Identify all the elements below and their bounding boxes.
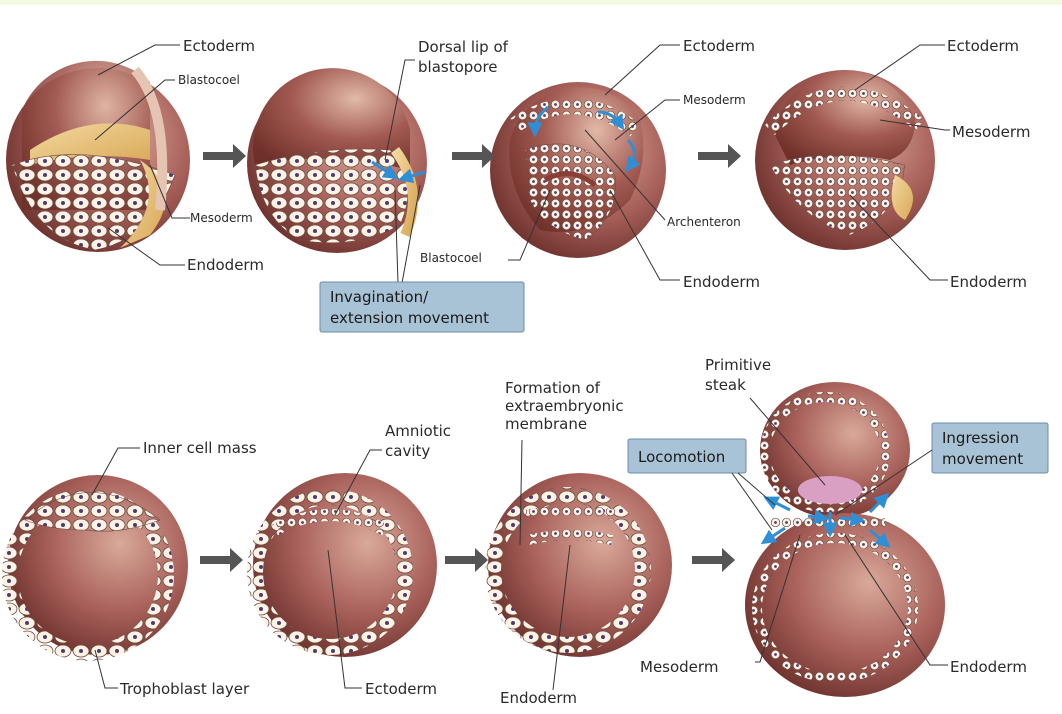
label-steak: steak bbox=[705, 376, 746, 394]
bottom-stage-1-labels: Inner cell mass Trophoblast layer bbox=[91, 439, 257, 698]
top-stage-1-blastula bbox=[6, 60, 190, 252]
stage-arrow-top-1 bbox=[203, 144, 246, 168]
stage-arrow-bottom-1 bbox=[200, 548, 243, 572]
label-endoderm-4: Endoderm bbox=[950, 273, 1027, 291]
label-inner-cell-mass: Inner cell mass bbox=[143, 439, 257, 457]
top-stage-3-gastrula-mid bbox=[490, 82, 666, 258]
label-movement: movement bbox=[942, 450, 1023, 468]
label-endoderm-b3: Endoderm bbox=[500, 689, 577, 707]
label-blastocoel-3: Blastocoel bbox=[420, 251, 482, 265]
label-ectoderm-4: Ectoderm bbox=[947, 37, 1019, 55]
label-trophoblast-layer: Trophoblast layer bbox=[119, 680, 250, 698]
label-extraembryonic: extraembryonic bbox=[505, 397, 624, 415]
top-stage-2-gastrula-early bbox=[247, 68, 427, 253]
bottom-stage-1-blastocyst bbox=[2, 475, 188, 661]
label-dorsal-lip: Dorsal lip of bbox=[418, 38, 509, 56]
invagination-label-box bbox=[319, 281, 525, 333]
locomotion-label-box bbox=[627, 438, 747, 474]
top-stage-1-labels: Ectoderm Blastocoel Mesoderm Endoderm bbox=[94, 37, 264, 274]
bottom-stage-2-amniotic bbox=[247, 473, 437, 657]
label-membrane: membrane bbox=[505, 415, 587, 433]
stage-arrow-bottom-2 bbox=[445, 548, 488, 572]
label-ectoderm-1: Ectoderm bbox=[183, 37, 255, 55]
stage-arrow-top-2 bbox=[452, 144, 495, 168]
label-endoderm-b4: Endoderm bbox=[950, 658, 1027, 676]
label-mesoderm-3: Mesoderm bbox=[683, 93, 746, 107]
top-stage-4-labels: Ectoderm Mesoderm Endoderm bbox=[849, 37, 1030, 291]
label-ectoderm-b2: Ectoderm bbox=[365, 680, 437, 698]
label-archenteron: Archenteron bbox=[667, 215, 741, 229]
label-blastocoel-1: Blastocoel bbox=[178, 73, 240, 87]
label-formation-of: Formation of bbox=[505, 379, 601, 397]
label-endoderm-3: Endoderm bbox=[683, 273, 760, 291]
label-ingression: Ingression bbox=[942, 429, 1019, 447]
top-accent-strip bbox=[0, 0, 1062, 5]
stage-arrow-bottom-3 bbox=[692, 548, 735, 572]
bottom-stage-3-membrane bbox=[485, 473, 672, 657]
stage-arrow-top-3 bbox=[698, 144, 741, 168]
top-stage-4-gastrula-late bbox=[755, 70, 935, 250]
label-cavity: cavity bbox=[385, 442, 430, 460]
label-primitive: Primitive bbox=[705, 356, 771, 374]
label-mesoderm-4: Mesoderm bbox=[952, 123, 1030, 141]
label-mesoderm-1: Mesoderm bbox=[190, 211, 253, 225]
bottom-stage-4-primitive-streak bbox=[745, 382, 945, 697]
label-ectoderm-3: Ectoderm bbox=[683, 37, 755, 55]
top-movement-arrows bbox=[371, 105, 641, 184]
label-extension-movement: extension movement bbox=[330, 309, 489, 327]
label-mesoderm-b4: Mesoderm bbox=[640, 658, 718, 676]
bottom-stage-4-labels: Primitive steak Locomotion Ingression mo… bbox=[627, 356, 1049, 676]
label-invagination: Invagination/ bbox=[330, 288, 429, 306]
bottom-stage-3-labels: Formation of extraembryonic membrane End… bbox=[500, 379, 624, 707]
top-stage-2-labels: Dorsal lip of blastopore Invagination/ e… bbox=[319, 38, 525, 333]
ingression-label-box bbox=[931, 422, 1049, 474]
label-endoderm-1: Endoderm bbox=[187, 256, 264, 274]
label-locomotion: Locomotion bbox=[638, 448, 725, 466]
top-stage-3-labels: Ectoderm Mesoderm Archenteron Blastocoel… bbox=[420, 37, 760, 291]
label-blastopore: blastopore bbox=[418, 58, 498, 76]
label-amniotic: Amniotic bbox=[385, 422, 451, 440]
bottom-movement-arrows bbox=[760, 492, 891, 548]
bottom-stage-2-labels: Amniotic cavity Ectoderm bbox=[327, 422, 451, 698]
